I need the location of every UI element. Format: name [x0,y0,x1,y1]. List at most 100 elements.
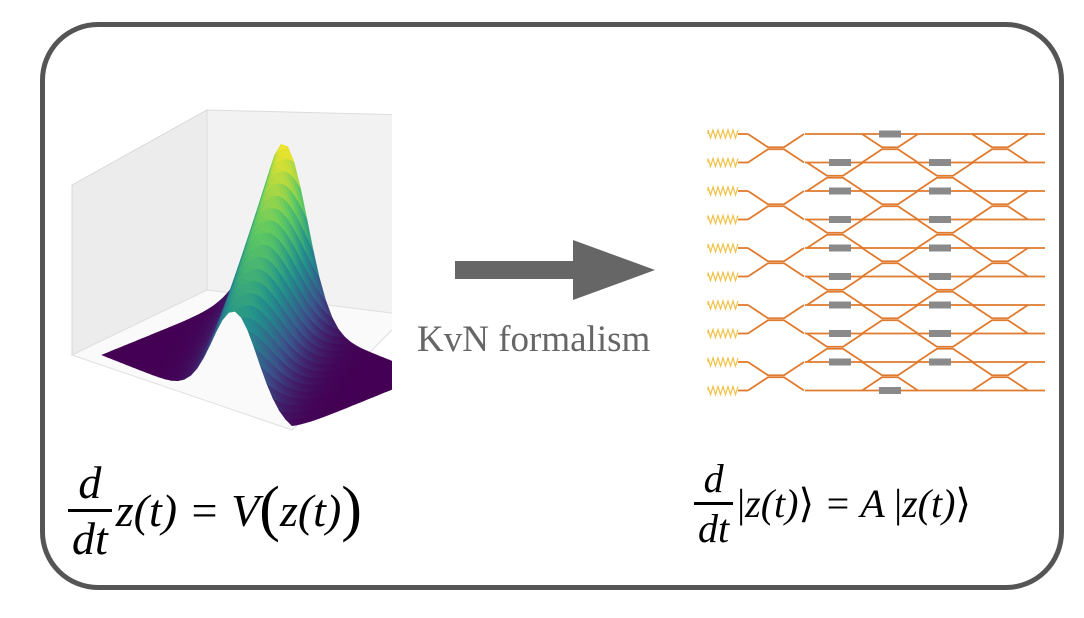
waveguide [747,148,805,164]
arrow-label: KvN formalism [417,319,651,360]
phase-shifter [929,301,951,309]
waveguide [861,319,919,335]
waveguide [916,290,974,306]
input-wave [707,384,739,397]
waveguide [916,233,974,249]
waveguide [971,376,1029,392]
waveguide [747,304,805,320]
ket2-open: | [894,481,903,526]
waveguide [971,190,1029,206]
equals-operator: = A [814,481,895,526]
phase-shifter [829,273,851,280]
waveguide [747,262,805,278]
ket-close: ⟩ [798,481,815,526]
input-wave [707,270,739,283]
waveguide [806,275,864,291]
waveguide [916,161,974,177]
phase-shifter [929,159,951,166]
waveguide [861,361,919,377]
phase-shifter [879,387,901,394]
fraction-bar [694,502,734,505]
waveguide [747,133,805,149]
phase-shifter [829,187,851,195]
waveguide [916,218,974,234]
3d-surface-plot-icon [70,109,392,431]
ket-open: | [737,481,746,526]
waveguide [971,262,1029,278]
input-wave [707,298,739,312]
equation-classical: d dt z(t) = V ( z(t) ) [68,456,362,565]
derivative-fraction: d dt [694,455,734,552]
phase-shifter [929,358,951,366]
waveguide [747,205,805,221]
photonic-circuit-icon [707,127,1045,397]
input-wave [707,355,739,369]
waveguide [861,247,919,263]
right-arrow-icon [455,240,655,300]
waveguide [806,233,864,249]
waveguide [861,148,919,164]
waveguide [806,218,864,234]
paren-close: ) [341,475,362,543]
derivative-fraction: d dt [68,456,112,565]
waveguide [971,247,1029,263]
ket2-close: ⟩ [955,481,972,526]
ket2-inner: z(t) [902,481,956,526]
waveguide [806,290,864,306]
equation-quantum: d dt | z(t) ⟩ = A | z(t) ⟩ [694,455,971,552]
waveguide [916,332,974,348]
waveguide [971,361,1029,377]
phase-shifter [929,330,951,337]
waveguide [971,133,1029,149]
input-wave [707,213,739,226]
waveguide [747,247,805,263]
fraction-numerator: d [703,456,724,501]
input-wave [707,127,739,141]
waveguide [916,176,974,192]
fraction-bar [68,509,112,512]
fraction-denominator: dt [698,506,730,551]
waveguide [861,133,919,149]
waveguide [861,190,919,206]
phase-shifter [929,273,951,280]
waveguide [861,205,919,221]
phase-shifter [829,330,851,337]
phase-shifter [829,358,851,366]
surface-patch [101,352,114,358]
waveguide [916,275,974,291]
ket-inner: z(t) [745,481,799,526]
input-wave [707,327,739,340]
waveguide [806,176,864,192]
equation-inner: z(t) [279,485,342,536]
input-wave [707,184,739,198]
waveguide [916,347,974,363]
waveguide [861,304,919,320]
waveguide [971,148,1029,164]
phase-shifter [829,244,851,252]
input-wave [707,241,739,255]
phase-shifter [829,216,851,223]
phase-shifter [829,159,851,166]
waveguide [747,376,805,392]
waveguide [747,319,805,335]
waveguide [861,376,919,392]
phase-shifter [829,301,851,309]
waveguide [971,205,1029,221]
fraction-numerator: d [78,457,102,508]
input-wave [707,156,739,169]
waveguide [971,304,1029,320]
waveguide [971,319,1029,335]
waveguide [747,190,805,206]
paren-open: ( [259,475,280,543]
fraction-denominator: dt [72,513,108,564]
waveguide [806,161,864,177]
waveguide [806,347,864,363]
phase-shifter [929,187,951,195]
phase-shifter [929,216,951,223]
waveguide [861,262,919,278]
equation-lhs: z(t) = V [115,485,260,536]
phase-shifter [929,244,951,252]
phase-shifter [879,130,901,138]
waveguide [747,361,805,377]
waveguide [806,332,864,348]
